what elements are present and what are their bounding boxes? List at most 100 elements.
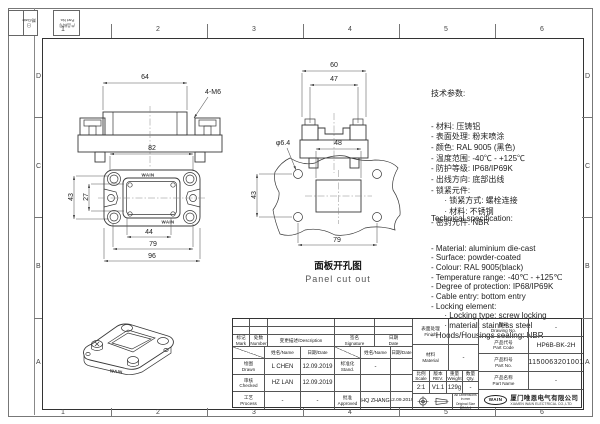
isometric-view: WAIN: [83, 323, 174, 376]
tech-spec-english: Technical specification: - Material: alu…: [431, 195, 562, 360]
svg-text:64: 64: [141, 74, 149, 81]
brand-mark: WAIN: [162, 220, 175, 225]
zone-label-bottom: 3: [252, 409, 256, 416]
side-view-outline: [299, 113, 369, 173]
zone-label-left: D: [36, 73, 42, 80]
subheader-name: 姓名/Name: [265, 347, 301, 359]
spec-line: · 锁紧方式: 螺栓连接: [431, 196, 518, 206]
thread-callout-4M6: 4-M6: [193, 89, 221, 119]
spec-line: - 颜色: RAL 9005 (黑色): [431, 142, 516, 152]
diagonal-cell: [335, 347, 361, 359]
dimension-48: 48: [315, 140, 362, 178]
rev-value: V1.1: [430, 382, 447, 394]
hole-diameter-callout: φ6.4: [276, 140, 297, 171]
svg-text:43: 43: [251, 191, 258, 199]
stand-date: [391, 359, 413, 375]
header-mark: 标记 Mark: [233, 335, 250, 347]
zone-tick: [495, 408, 496, 416]
zone-label-bottom: 2: [156, 409, 160, 416]
spec-line: · 材料: 不锈钢: [431, 207, 494, 217]
qty-value: -: [463, 382, 479, 394]
checked-label: 审核 Checked: [233, 375, 265, 392]
zone-tick: [582, 117, 592, 118]
zone-label-right: C: [585, 163, 591, 170]
svg-text:43: 43: [68, 193, 75, 201]
finish-value: -: [449, 319, 479, 345]
part-name-value: -: [529, 372, 583, 390]
empty-cell: [335, 375, 361, 392]
svg-text:60: 60: [330, 62, 338, 69]
dimension-60: 60: [301, 62, 367, 117]
tech-spec-zh-items: - 材料: 压铸铝- 表面处理: 粉末喷涂- 颜色: RAL 9005 (黑色)…: [431, 122, 525, 229]
zone-tick: [303, 24, 304, 38]
subheader-name: 姓名/Name: [361, 347, 391, 359]
material-value: -: [449, 345, 479, 371]
diagonal-cell: [233, 347, 265, 359]
dimension-79: 79: [112, 224, 194, 251]
subheader-date: 日期/Date: [301, 347, 335, 359]
stand-label: 标准化 Stand.: [335, 359, 361, 375]
zone-label-bottom: 6: [540, 409, 544, 416]
header-description: 变更描述/Description: [268, 335, 335, 347]
header-number: 处数 Number: [250, 335, 268, 347]
zone-tick: [34, 217, 42, 218]
first-angle-projection-icon: [417, 396, 448, 407]
zone-tick: [303, 408, 304, 416]
zone-tick: [34, 117, 42, 118]
approved-name: HQ ZHANG: [361, 392, 391, 409]
svg-text:82: 82: [148, 145, 156, 152]
revision-cell: [335, 319, 375, 327]
drawn-date: 12.09.2019: [301, 359, 335, 375]
spec-line: - Material: aluminium die-cast: [431, 243, 536, 253]
stand-signature: -: [361, 359, 391, 375]
zone-tick: [34, 318, 42, 319]
zone-tick: [111, 408, 112, 416]
dimension-44: 44: [126, 218, 172, 239]
zone-tick: [399, 408, 400, 416]
zone-tick: [111, 24, 112, 38]
spec-line: - Cable entry: bottom entry: [431, 292, 526, 302]
revision-cell: [268, 327, 335, 335]
spec-line: · material: stainless steel: [431, 321, 533, 331]
panel-caption-en: Panel cut out: [305, 274, 371, 284]
zone-label-top: 1: [61, 26, 65, 33]
drawing-no-label: 图号 Drawing No.: [479, 319, 529, 337]
process-name: -: [265, 392, 301, 409]
spec-line: · Locking type: screw locking: [431, 311, 547, 321]
spec-line: - Locking element:: [431, 301, 497, 311]
zone-label-bottom: 1: [61, 409, 65, 416]
zone-label-right: D: [585, 73, 591, 80]
dimension-43: 43: [251, 173, 292, 218]
finish-label: 表面处理 Finish: [413, 319, 449, 345]
zone-label-right: A: [585, 359, 590, 366]
panel-cutout-view: φ6.4 48 43 79 面板开孔图 Panel cut out: [251, 140, 401, 284]
process-date: -: [301, 392, 335, 409]
spec-line: - 锁紧元件:: [431, 185, 471, 195]
part-code-label: 产品代号 Part Code: [479, 337, 529, 354]
spec-line: - Hoods/Housings sealing: NBR: [431, 330, 544, 340]
spec-line: - Colour: RAL 9005(black): [431, 262, 524, 272]
isometric-outline: [83, 323, 174, 376]
corner-block-text: 日期/Date: [22, 19, 36, 29]
spec-line: - 出线方向: 底部出线: [431, 175, 505, 185]
svg-text:79: 79: [149, 241, 157, 248]
revision-cell: [250, 327, 268, 335]
dimension-43: 43: [68, 175, 109, 220]
tech-spec-chinese: 技术参数: - 材料: 压铸铝- 表面处理: 粉末喷涂- 颜色: RAL 900…: [431, 68, 525, 250]
plan-view-outline: WAIN WAIN: [98, 169, 206, 227]
revision-cell: [375, 319, 413, 327]
zone-tick: [207, 24, 208, 38]
zone-label-top: 2: [156, 26, 160, 33]
zone-tick: [582, 217, 592, 218]
brand-mark: WAIN: [142, 173, 155, 178]
zone-label-top: 3: [252, 26, 256, 33]
rev-label: 版本 REV.: [430, 371, 447, 382]
zone-label-right: B: [585, 263, 590, 270]
scale-value: 2:1: [413, 382, 430, 394]
panel-wavy-outline: [272, 155, 401, 236]
spec-line: - 防护等级: IP68/IP69K: [431, 164, 513, 174]
approved-date: 12.09.2019: [391, 392, 413, 409]
revision-cell: [268, 319, 335, 327]
part-code-value: HP6B-BK-2H: [529, 337, 583, 354]
